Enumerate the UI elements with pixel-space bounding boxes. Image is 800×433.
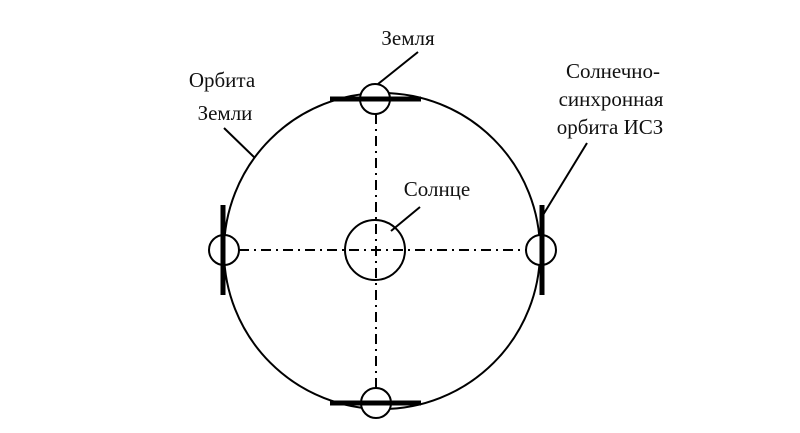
sun-circle <box>344 219 406 281</box>
sso-label-line2: синхронная <box>559 87 664 111</box>
earth-orbit-label-line1: Орбита <box>189 68 256 92</box>
sso-leader-line <box>542 142 588 216</box>
sun-label: Солнце <box>404 177 471 201</box>
sso-label-line3: орбита ИСЗ <box>557 115 664 139</box>
sso-label-line1: Солнечно- <box>566 59 660 83</box>
orbit-leader-line <box>223 127 256 159</box>
earth-orbit-label-line2: Земли <box>198 101 253 125</box>
earth-label: Земля <box>381 26 435 50</box>
earth-leader-line <box>377 51 419 85</box>
sun-leader-line <box>390 206 421 232</box>
